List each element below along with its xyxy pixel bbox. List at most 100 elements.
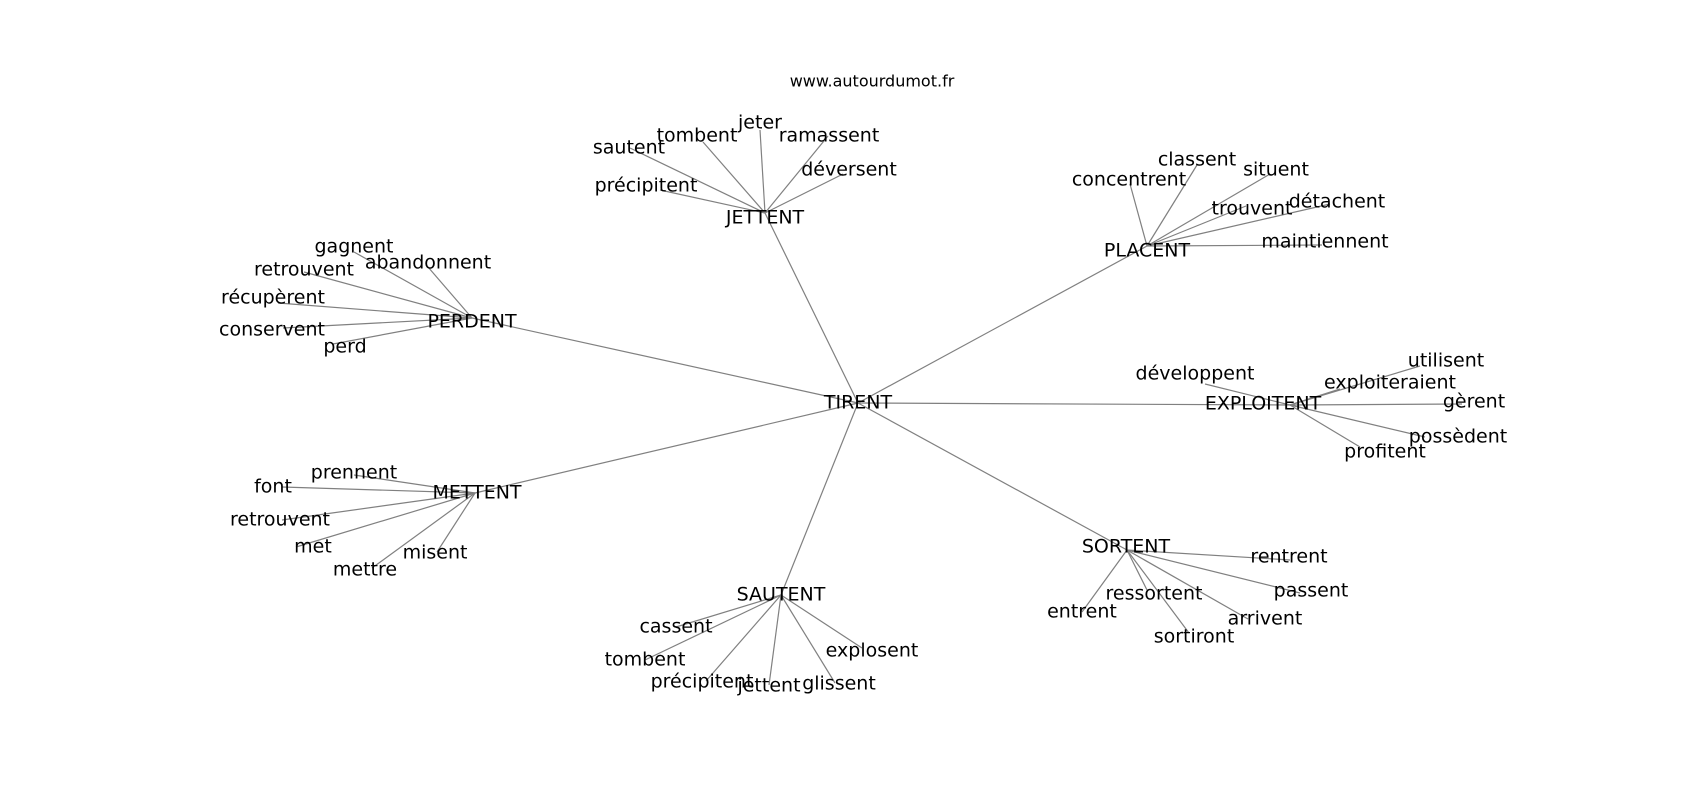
leaf-edge: [353, 251, 473, 319]
leaf-node: tombent: [657, 125, 738, 147]
leaf-edge: [768, 594, 782, 686]
root-edge: [471, 317, 859, 404]
leaf-node: rentrent: [1250, 546, 1327, 568]
leaf-node: sautent: [593, 137, 665, 159]
leaf-edge: [436, 492, 476, 553]
leaf-edge: [371, 492, 476, 569]
leaf-edge: [1289, 404, 1361, 448]
root-edge: [764, 212, 859, 404]
leaf-node: met: [294, 536, 332, 558]
root-edge: [857, 402, 1128, 551]
leaf-edge: [1146, 205, 1247, 247]
leaf-edge: [281, 492, 476, 521]
leaf-node: tombent: [605, 649, 686, 671]
leaf-edge: [764, 173, 844, 214]
leaf-edge: [1126, 549, 1148, 591]
root-node: TIRENT: [823, 392, 893, 414]
graph-labels: www.autourdumot.fr TIRENT JETTENT sautent…: [219, 72, 1507, 697]
leaf-edge: [1081, 549, 1128, 613]
leaf-node: retrouvent: [254, 259, 354, 281]
leaf-edge: [353, 474, 476, 494]
leaf-node: situent: [1243, 159, 1309, 181]
leaf-node: prennent: [311, 462, 397, 484]
leaf-edge: [1146, 173, 1271, 247]
leaf-edge: [1146, 244, 1323, 247]
leaf-node: classent: [1158, 149, 1236, 171]
leaf-node: trouvent: [1212, 198, 1293, 220]
leaf-node: utilisent: [1408, 350, 1484, 372]
leaf-node: arrivent: [1228, 608, 1303, 630]
hub-node: PERDENT: [427, 311, 517, 333]
leaf-edge: [759, 129, 766, 214]
leaf-node: détachent: [1289, 191, 1386, 213]
leaf-node: explosent: [826, 640, 919, 662]
leaf-edge: [675, 594, 782, 628]
leaf-node: jettent: [736, 675, 800, 697]
leaf-edge: [281, 486, 476, 494]
hub-node: SAUTENT: [737, 584, 826, 606]
leaf-edge: [629, 147, 766, 214]
leaf-edge: [644, 594, 782, 661]
root-edge: [857, 402, 1291, 406]
leaf-edge: [332, 317, 473, 345]
leaf-node: concentrent: [1072, 169, 1186, 191]
hub-node: EXPLOITENT: [1205, 393, 1322, 415]
leaf-node: retrouvent: [230, 509, 330, 531]
graph-edges: [277, 129, 1463, 686]
leaf-node: jeter: [737, 112, 782, 134]
leaf-node: exploiteraient: [1324, 372, 1456, 394]
leaf-edge: [282, 317, 473, 329]
leaf-node: possèdent: [1409, 426, 1507, 448]
leaf-node: développent: [1136, 363, 1255, 385]
leaf-node: profitent: [1344, 441, 1426, 463]
leaf-node: abandonnent: [365, 252, 491, 274]
leaf-edge: [1126, 549, 1301, 594]
leaf-node: récupèrent: [221, 287, 325, 309]
leaf-node: misent: [403, 542, 468, 564]
source-label: www.autourdumot.fr: [790, 72, 955, 91]
root-edge: [857, 245, 1148, 404]
leaf-edge: [277, 302, 473, 319]
leaf-edge: [1126, 549, 1249, 620]
leaf-node: cassent: [639, 616, 712, 638]
leaf-edge: [1146, 164, 1198, 247]
leaf-edge: [1289, 403, 1463, 406]
leaf-node: conservent: [219, 319, 325, 341]
leaf-node: gèrent: [1443, 391, 1505, 413]
leaf-edge: [659, 189, 766, 214]
leaf-edge: [705, 594, 782, 682]
hub-node: JETTENT: [725, 207, 805, 229]
leaf-node: sortiront: [1154, 626, 1235, 648]
leaf-edge: [1289, 404, 1426, 438]
leaf-node: glissent: [802, 673, 876, 695]
leaf-edge: [780, 594, 836, 684]
leaf-node: perd: [323, 336, 366, 358]
leaf-node: passent: [1274, 580, 1349, 602]
hub-node: PLACENT: [1104, 240, 1191, 262]
leaf-edge: [1204, 383, 1291, 406]
leaf-node: maintiennent: [1261, 231, 1388, 253]
leaf-node: précipitent: [595, 175, 698, 197]
leaf-edge: [427, 266, 473, 319]
leaf-edge: [1146, 203, 1331, 247]
leaf-node: ramassent: [779, 125, 880, 147]
leaf-edge: [1126, 549, 1291, 561]
leaf-node: mettre: [333, 559, 397, 581]
leaf-edge: [1126, 549, 1190, 634]
leaf-edge: [764, 135, 829, 214]
leaf-node: gagnent: [315, 236, 394, 258]
leaf-node: déversent: [801, 159, 897, 181]
leaf-edge: [702, 141, 766, 214]
leaf-edge: [1289, 388, 1341, 406]
leaf-edge: [303, 271, 473, 319]
leaf-node: ressortent: [1106, 583, 1203, 605]
leaf-node: font: [254, 476, 292, 498]
leaf-edge: [1129, 183, 1148, 247]
leaf-edge: [780, 594, 863, 649]
hub-node: METTENT: [432, 482, 521, 504]
leaf-edge: [295, 492, 476, 548]
root-edge: [780, 402, 859, 596]
root-edge: [474, 402, 859, 494]
leaf-node: entrent: [1047, 601, 1117, 623]
